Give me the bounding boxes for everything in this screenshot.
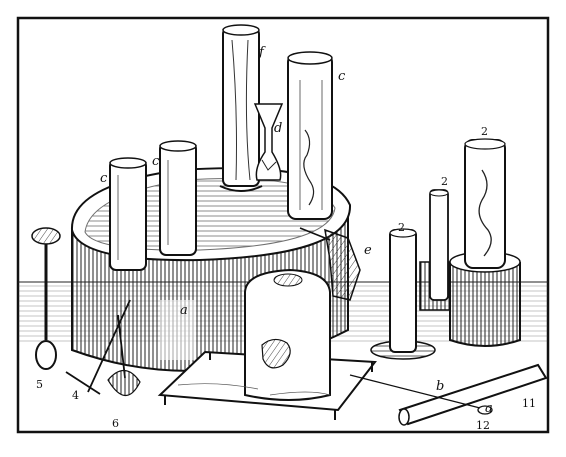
label-c-left: c (100, 171, 108, 186)
label-e: e (364, 243, 372, 258)
label-2-right: 2 (481, 125, 488, 138)
label-b: b (436, 379, 445, 394)
label-d: d (274, 121, 283, 136)
funnel-d (253, 103, 284, 181)
label-2-center: 2 (398, 221, 405, 234)
jar-c-top (287, 51, 333, 220)
jar-2-center (370, 228, 436, 360)
tools-4-6 (65, 299, 141, 397)
label-6: 6 (112, 417, 119, 430)
label-c-mid: c (152, 154, 160, 169)
jar-c-left (109, 157, 147, 271)
jar-2-right (449, 138, 521, 347)
label-f: f (259, 45, 264, 60)
label-5: 5 (36, 378, 43, 391)
label-12: 12 (476, 419, 490, 432)
stand-5 (31, 227, 61, 370)
label-2-narrow: 2 (441, 175, 448, 188)
label-a: a (180, 303, 188, 318)
jar-f (219, 24, 263, 192)
label-c-top: c (338, 69, 346, 84)
label-a-small: a (485, 401, 493, 416)
jar-c-mid (159, 140, 197, 256)
label-4: 4 (72, 389, 79, 402)
tube-11-12 (349, 363, 548, 426)
jar-2-narrow (419, 189, 451, 311)
bell-jar-tray (157, 268, 377, 420)
label-11: 11 (522, 397, 536, 410)
bottle-e (299, 227, 361, 301)
